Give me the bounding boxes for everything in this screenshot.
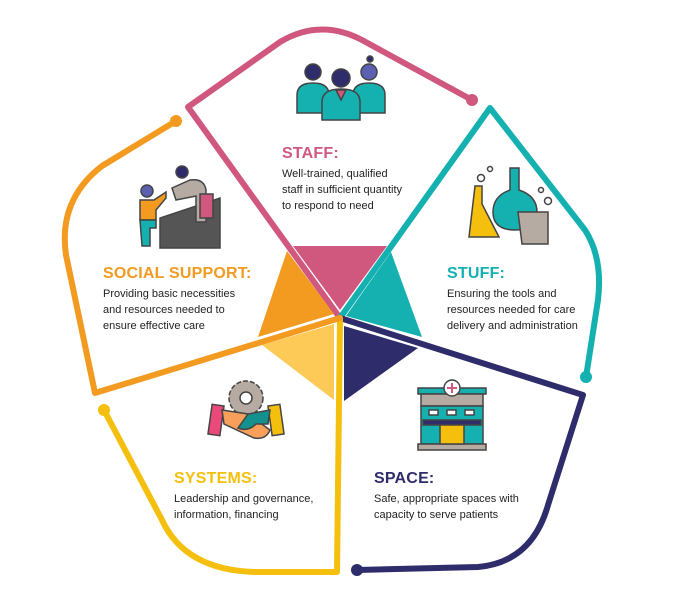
systems-desc-2: information, financing [174,509,279,521]
staff-title: STAFF: [282,145,339,162]
social-end-dot [170,115,182,127]
hospital-building-icon [417,379,487,451]
medical-staff-icon [296,55,386,121]
staff-desc-3: to respond to need [282,200,374,212]
stuff-desc-1: Ensuring the tools and [447,288,557,300]
staff-desc-1: Well-trained, qualified [282,168,388,180]
staff-desc-2: staff in sufficient quantity [282,184,403,196]
social-outline [61,118,343,396]
systems-end-dot [98,404,110,416]
space-title: SPACE: [374,470,435,487]
staff-outline [185,26,475,321]
systems-title: SYSTEMS: [174,470,258,487]
social-wedge [258,251,334,337]
social-desc-1: Providing basic necessities [103,288,236,300]
stuff-desc-2: resources needed for care [447,304,576,316]
stuff-desc-3: delivery and administration [447,320,578,332]
stuff-outline [337,105,603,380]
systems-outline [101,315,343,575]
space-desc-2: capacity to serve patients [374,509,499,521]
space-end-dot [351,564,363,576]
systems-desc-1: Leadership and governance, [174,493,314,505]
space-wedge [344,326,418,401]
staff-end-dot [466,94,478,106]
social-section: SOCIAL SUPPORT: Providing basic necessit… [103,265,252,334]
helping-hand-icon [139,165,221,249]
social-desc-2: and resources needed to [103,304,225,316]
stuff-title: STUFF: [447,265,506,282]
staff-section: STAFF: Well-trained, qualified staff in … [282,145,402,214]
staff-wedge [293,246,387,310]
stuff-wedge [346,252,422,337]
handshake-gear-icon [207,380,285,440]
stuff-end-dot [580,371,592,383]
space-desc-1: Safe, appropriate spaces with [374,493,519,505]
space-section: SPACE: Safe, appropriate spaces with cap… [374,470,519,523]
systems-wedge [262,324,334,400]
space-outline [337,315,586,573]
social-desc-3: ensure effective care [103,320,205,332]
social-title: SOCIAL SUPPORT: [103,265,252,282]
lab-flasks-icon [468,165,553,245]
systems-section: SYSTEMS: Leadership and governance, info… [174,470,313,523]
stuff-section: STUFF: Ensuring the tools and resources … [447,265,578,334]
